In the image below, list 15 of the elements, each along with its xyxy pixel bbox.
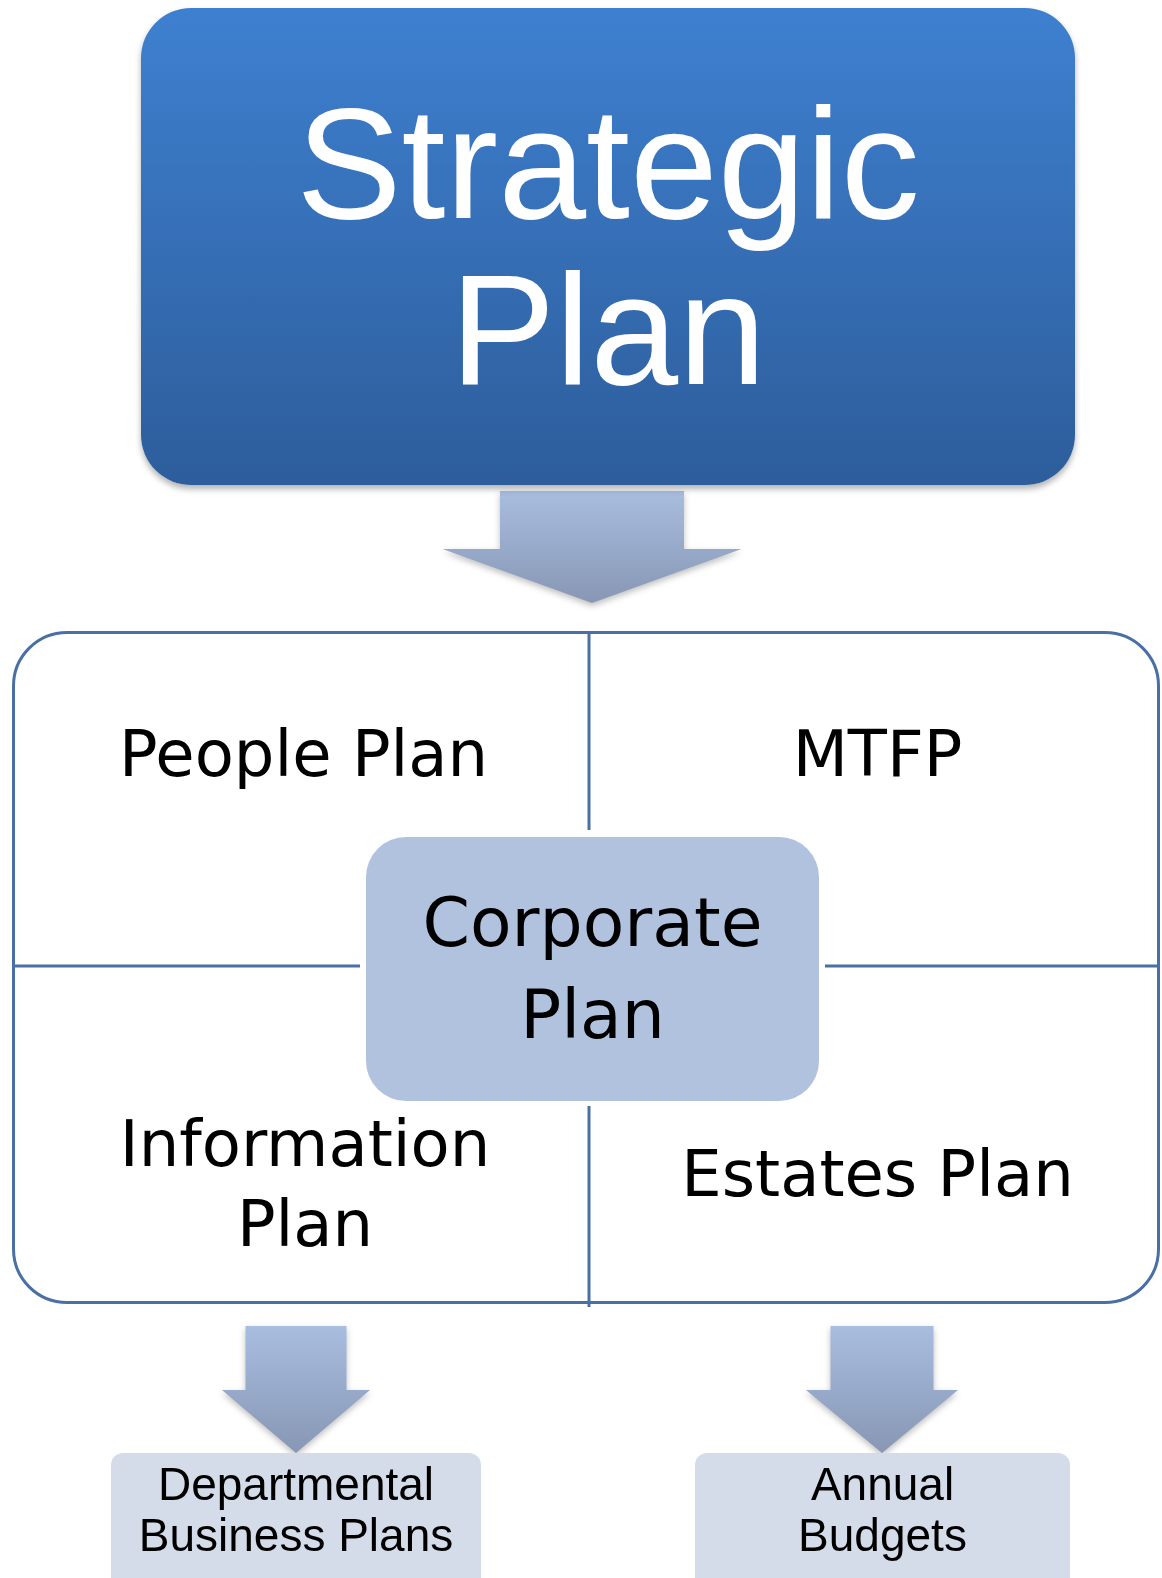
block-arrow [222,1326,370,1453]
plan-label: Information Plan [118,1106,492,1263]
small-text: Annual Budgets [797,1459,968,1561]
output-box [695,1453,1070,1578]
small-text: Departmental Business Plans [137,1459,455,1561]
core-text: Corporate Plan [421,882,764,1056]
title-box [141,8,1075,485]
output-box [111,1453,481,1578]
center-box [366,837,819,1101]
plan-label: MTFP [792,716,963,793]
plan-label: Estates Plan [681,1136,1074,1213]
plan-label: People Plan [118,716,489,793]
head-text: Strategic Plan [295,80,921,413]
block-arrow [442,491,742,603]
block-arrow [806,1326,958,1453]
